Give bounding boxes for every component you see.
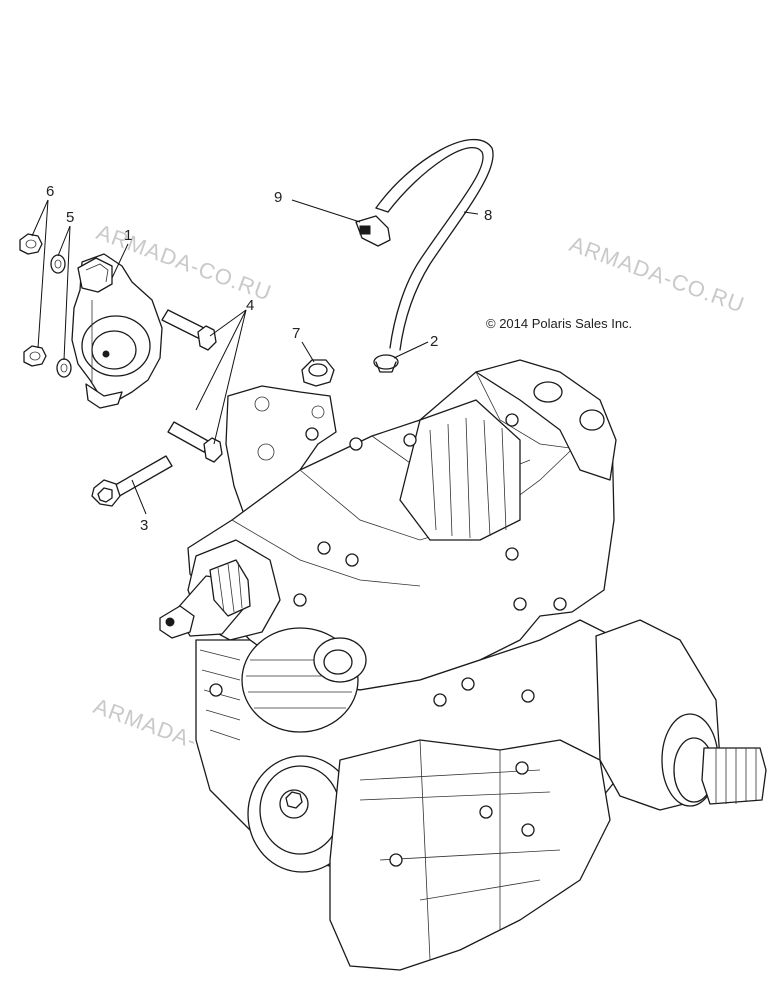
part-4-bolt-upper [161, 309, 217, 351]
callout-5: 5 [66, 209, 74, 226]
part-4-bolt-lower [167, 421, 223, 463]
callout-7: 7 [292, 325, 300, 342]
callout-6: 6 [46, 183, 54, 200]
part-5-washer-upper [50, 254, 66, 274]
part-6-nut-lower [23, 345, 47, 367]
leader-lines [31, 199, 479, 515]
copyright-text: © 2014 Polaris Sales Inc. [486, 316, 632, 331]
part-7-nut [301, 359, 335, 387]
part-8-vent-hose [375, 138, 494, 351]
watermark-top-right: ARMADA-CO.RU [566, 231, 748, 318]
callout-9: 9 [274, 189, 282, 206]
part-3-bolt [91, 455, 173, 507]
transmission-housing [159, 359, 767, 971]
callout-1: 1 [124, 227, 132, 244]
callout-2: 2 [430, 333, 438, 350]
part-6-nut-upper [19, 233, 43, 255]
callout-4: 4 [246, 297, 254, 314]
part-2-hose-clamp [373, 354, 399, 373]
part-9-clip [355, 215, 391, 247]
part-5-washer-lower [56, 358, 72, 378]
callout-8: 8 [484, 207, 492, 224]
callout-3: 3 [140, 517, 148, 534]
part-1-sensor-cover [71, 253, 163, 409]
